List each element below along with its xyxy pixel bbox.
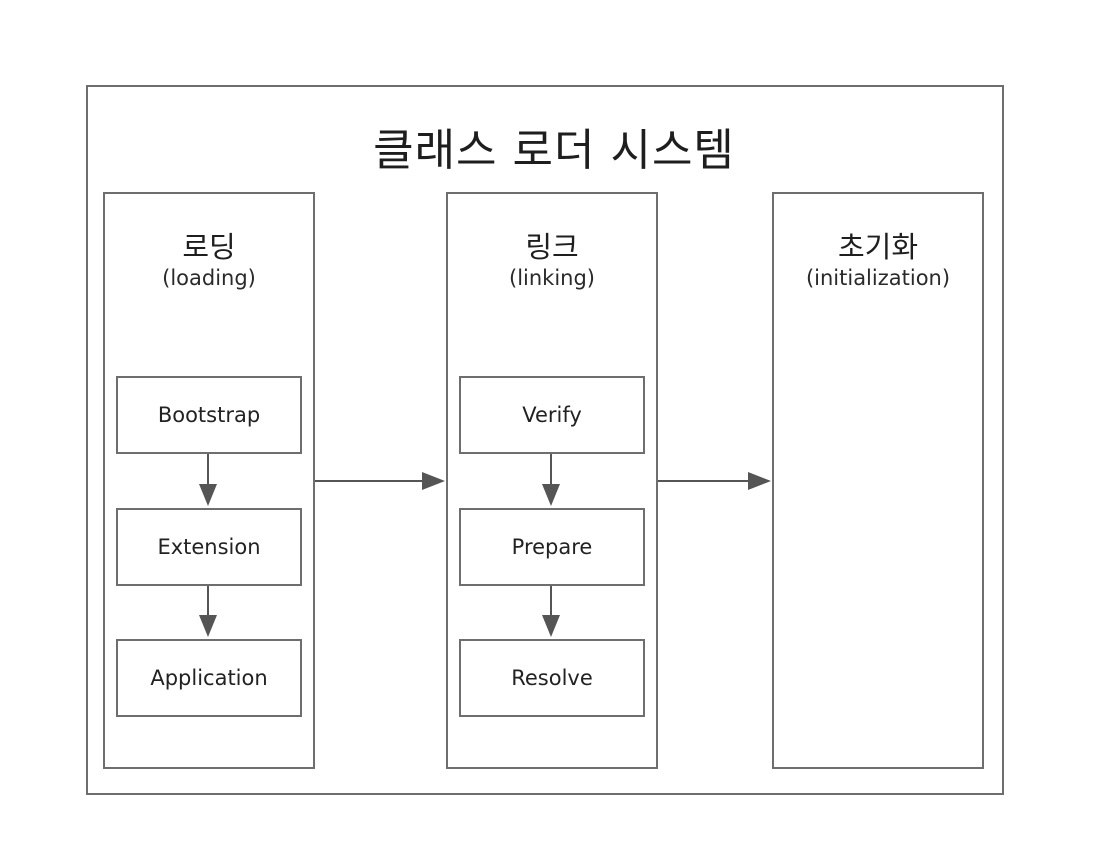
- stage-linking-title-en: (linking): [509, 266, 595, 290]
- class-loader-system-frame: [86, 85, 1004, 795]
- arrow-loading-to-linking: [315, 472, 445, 490]
- step-extension: Extension: [116, 508, 302, 586]
- diagram-title: 클래스 로더 시스템: [373, 125, 735, 176]
- stage-loading-title-en: (loading): [162, 266, 256, 290]
- stage-initialization-title-kr: 초기화: [837, 230, 919, 264]
- stage-initialization-title-en: (initialization): [805, 266, 951, 290]
- step-application: Application: [116, 639, 302, 717]
- step-prepare: Prepare: [459, 508, 645, 586]
- stage-linking-title-kr: 링크: [525, 230, 579, 264]
- arrow-extension-to-application: [199, 586, 217, 637]
- arrow-bootstrap-to-extension: [199, 454, 217, 506]
- arrow-linking-to-initialization: [658, 472, 771, 490]
- stage-initialization: 초기화 (initialization): [772, 192, 984, 769]
- step-resolve: Resolve: [459, 639, 645, 717]
- stage-loading-title-kr: 로딩: [182, 230, 236, 264]
- step-verify: Verify: [459, 376, 645, 454]
- arrow-prepare-to-resolve: [542, 586, 560, 637]
- arrow-verify-to-prepare: [542, 454, 560, 506]
- step-bootstrap: Bootstrap: [116, 376, 302, 454]
